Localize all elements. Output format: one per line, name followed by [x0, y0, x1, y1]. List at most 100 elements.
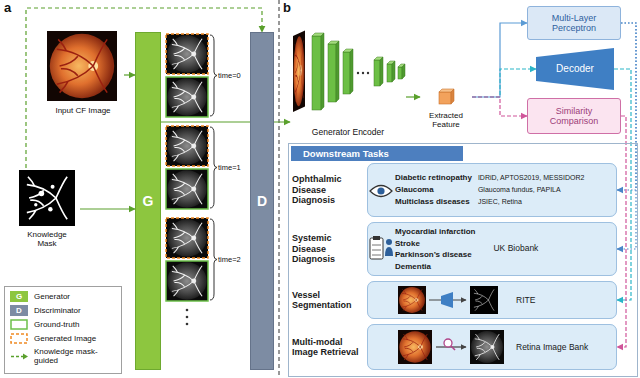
connector-arrow [617, 116, 626, 347]
input-fundus-photo [47, 31, 117, 101]
ground-truth-frame [166, 77, 208, 117]
task-row: Multi-modal Image RetrievalRetina Image … [367, 324, 617, 370]
label-slot: time=1 [218, 162, 241, 173]
feature-block: Extracted Feature [420, 86, 472, 130]
legend-text: Generator [34, 292, 70, 301]
row-heading-slot: Multi-modal Image Retrieval [292, 325, 363, 369]
magnifier-glyph [444, 339, 452, 347]
generated-frame [166, 126, 208, 166]
retrieved-image [470, 330, 504, 364]
text-column: Retina Image Bank [516, 341, 588, 353]
generated-image [166, 218, 208, 258]
input-fundus-slab [293, 30, 305, 112]
input-image-node: Input CF Image [42, 30, 124, 118]
task-item: Myocardial infarction [395, 226, 475, 238]
dot [186, 323, 189, 326]
dataset-name: Retina Image Bank [516, 341, 588, 353]
illustration-part [367, 324, 617, 370]
illustration-part [367, 163, 617, 217]
illustration-part [328, 44, 336, 102]
node-label: Generator Encoder [312, 128, 384, 138]
task-row-fills [367, 163, 617, 370]
illustration-part [367, 72, 369, 74]
illustration-part [386, 239, 392, 245]
task-item: Multiclass diseases [395, 196, 472, 208]
label-slot: b [283, 0, 291, 15]
task-item: Glaucoma [395, 184, 472, 196]
connector-arrow [80, 208, 135, 209]
label-slot: a [4, 0, 11, 15]
node-label: Decoder [556, 63, 594, 75]
bracket [210, 219, 217, 300]
legend-swatch: D [10, 305, 28, 316]
task-row: Systemic Disease DiagnosisMyocardial inf… [367, 222, 617, 276]
illustration-part [336, 41, 339, 102]
panel-divider [279, 0, 280, 378]
patient-icon [370, 236, 393, 259]
dot [186, 316, 189, 319]
bracket [210, 127, 217, 208]
legend-letter: G [16, 291, 22, 302]
dataset-name: RITE [516, 294, 535, 306]
legend-box: G GeneratorD DiscriminatorGround-truthGene… [4, 286, 122, 374]
generated-image [166, 126, 208, 166]
mlp-box: Multi-Layer Perceptron [527, 6, 621, 40]
legend-text: Generated Image [34, 334, 96, 343]
ground-truth-sample [11, 320, 27, 329]
task-heading: Multi-modal Image Retrieval [292, 337, 363, 358]
task-heading: Vessel Segmentation [292, 290, 363, 311]
text-column: IDRiD, APTOS2019, MESSIDOR2Glaucoma fund… [478, 172, 584, 208]
feature-cube [439, 89, 454, 104]
legend-entry: Ground-truth [10, 319, 116, 330]
decoder-trapezoid: Decoder [536, 48, 614, 90]
dataset-name: Glaucoma fundus, PAPILA [478, 184, 584, 196]
illustration-part [377, 187, 384, 194]
legend-swatch [10, 351, 28, 362]
illustration-part [387, 64, 392, 82]
generated-frame [166, 34, 208, 74]
legend-swatch: G [10, 291, 28, 302]
task-item: Diabetic retinopathy [395, 172, 472, 184]
generated-image [166, 34, 208, 74]
legend-sample [10, 333, 28, 344]
similarity-box: Similarity Comparison [527, 98, 621, 134]
encoder-layers [312, 33, 405, 110]
legend-text: Discriminator [34, 306, 81, 315]
illustration-part [392, 61, 395, 82]
dataset-name: IDRiD, APTOS2019, MESSIDOR2 [478, 172, 584, 184]
illustration-part [367, 281, 617, 319]
node-label: Input CF Image [55, 106, 110, 115]
legend-text: Ground-truth [34, 320, 79, 329]
label-slot: time=0 [218, 70, 241, 81]
vessel-input-photo [398, 286, 426, 314]
node-label: Extracted Feature [423, 111, 469, 129]
dataset-name: JSIEC, Retina [478, 196, 584, 208]
connector-arrow [472, 69, 536, 97]
legend-entry: D Discriminator [10, 305, 116, 316]
continuation-dots [186, 309, 189, 326]
illustration-part [350, 49, 353, 94]
illustration-part [398, 67, 402, 79]
illustration-part [312, 36, 321, 110]
row-heading-slot: Systemic Disease Diagnosis [292, 223, 363, 275]
task-heading: Systemic Disease Diagnosis [292, 233, 363, 264]
illustration-part [343, 52, 350, 94]
guided-line-sample [11, 356, 23, 357]
query-photo [398, 330, 432, 364]
encoder-block: Generator Encoder [290, 24, 406, 140]
legend-swatch [10, 333, 28, 344]
dataset-name: UK Biobank [493, 243, 538, 255]
encoder-dots [357, 72, 369, 74]
illustration-part [367, 222, 617, 276]
text-column: Myocardial infarctionStrokeParkinson’s d… [395, 226, 475, 272]
ground-truth-frame [166, 169, 208, 209]
legend-sample [10, 351, 28, 362]
illustration-part [439, 92, 451, 104]
illustration-part [385, 247, 393, 256]
eye-icon [370, 186, 392, 197]
magnifier-handle [451, 346, 455, 350]
legend-entry: Generated Image [10, 333, 116, 344]
task-heading: Ophthalmic Disease Diagnosis [292, 174, 363, 205]
legend-entry: Knowledge mask-guided [10, 347, 116, 365]
legend-text: Knowledge mask-guided [34, 347, 116, 365]
